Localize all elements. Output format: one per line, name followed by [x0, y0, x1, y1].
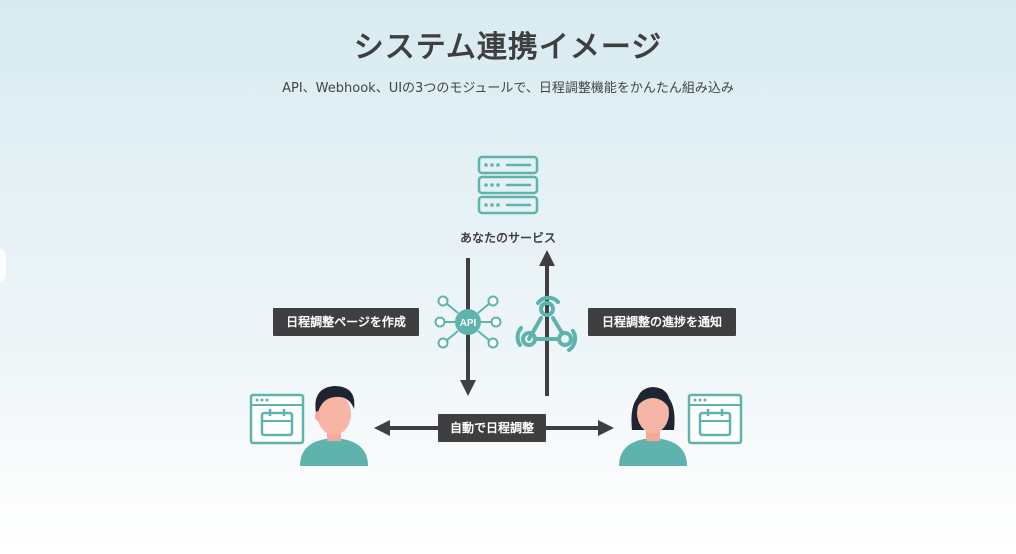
- auto-schedule-label: 自動で日程調整: [438, 414, 546, 442]
- person-icon: [300, 386, 368, 466]
- notify-progress-label: 日程調整の進捗を通知: [588, 308, 736, 336]
- service-label: あなたのサービス: [459, 231, 556, 245]
- api-badge-text: API: [460, 318, 477, 329]
- side-tab[interactable]: [0, 248, 6, 282]
- webhook-icon: [515, 295, 578, 352]
- calendar-icon: [249, 393, 305, 445]
- calendar-icon: [687, 393, 743, 445]
- page-title: システム連携イメージ: [353, 30, 663, 65]
- api-network-icon: [434, 295, 502, 349]
- page-subtitle: API、Webhook、UIの3つのモジュールで、日程調整機能をかんたん組み込み: [282, 81, 734, 96]
- person-icon: [619, 387, 687, 466]
- create-page-label: 日程調整ページを作成: [273, 308, 419, 336]
- server-icon: [477, 155, 539, 215]
